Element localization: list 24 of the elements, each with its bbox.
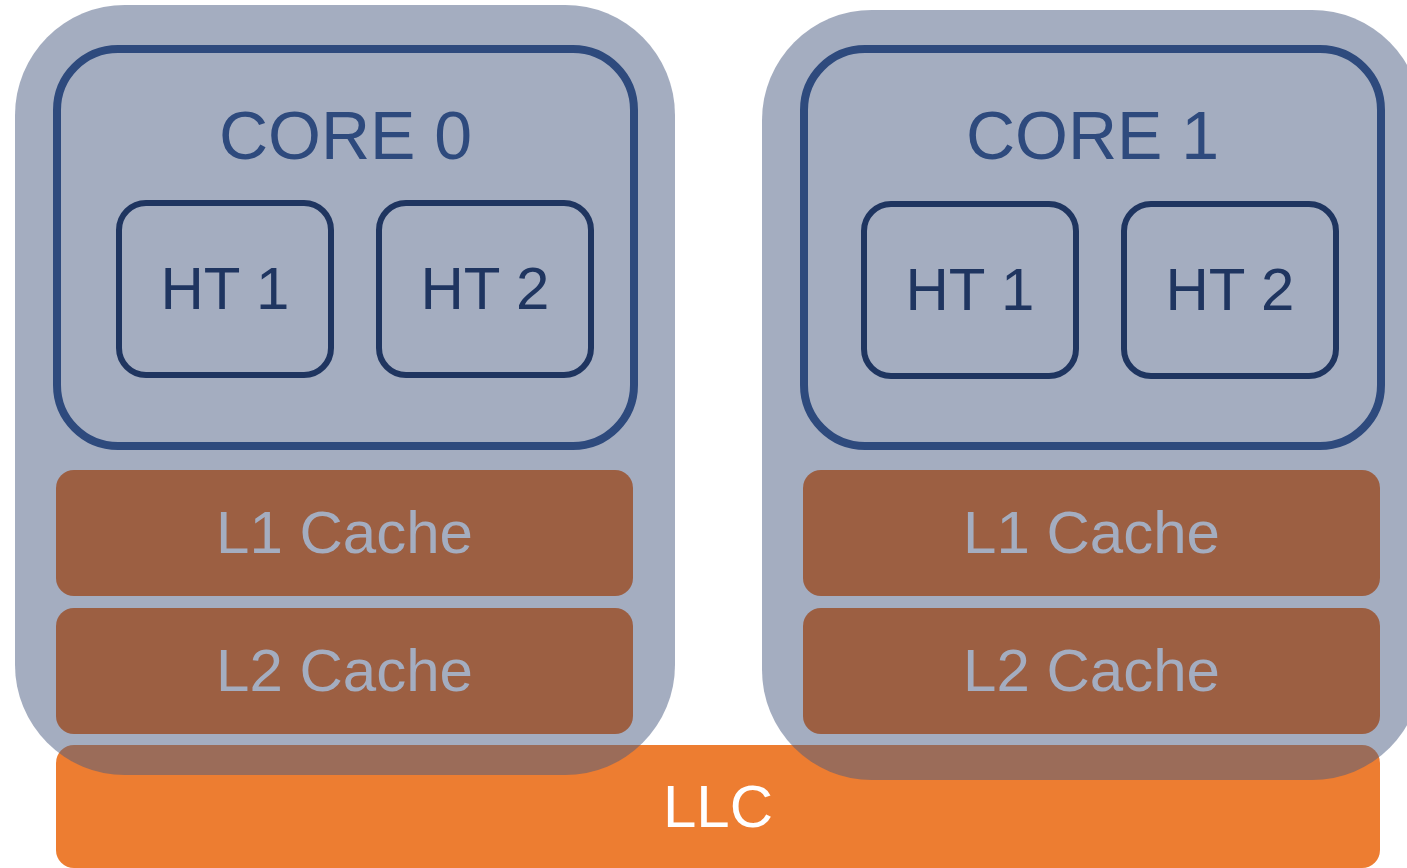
llc-bar — [56, 745, 1380, 868]
core-box — [800, 45, 1385, 450]
thread-box — [116, 200, 334, 378]
thread-box — [861, 201, 1079, 379]
cache-bar — [803, 608, 1380, 734]
cache-label: L1 Cache — [216, 503, 473, 563]
thread-label: HT 2 — [420, 259, 550, 319]
socket-panel — [15, 5, 675, 775]
thread-label: HT 2 — [1165, 260, 1295, 320]
cache-label: L2 Cache — [216, 641, 473, 701]
thread-box — [1121, 201, 1339, 379]
cache-bar — [56, 470, 633, 596]
core-title: CORE 0 — [218, 101, 473, 169]
core-box — [53, 45, 638, 450]
thread-label: HT 1 — [160, 259, 290, 319]
thread-box — [376, 200, 594, 378]
cache-bar — [803, 470, 1380, 596]
cache-label: L2 Cache — [963, 641, 1220, 701]
socket-panel — [762, 10, 1407, 780]
thread-label: HT 1 — [905, 260, 1035, 320]
core-title: CORE 1 — [965, 101, 1220, 169]
cache-label: L1 Cache — [963, 503, 1220, 563]
cache-bar — [56, 608, 633, 734]
llc-label: LLC — [662, 776, 774, 837]
